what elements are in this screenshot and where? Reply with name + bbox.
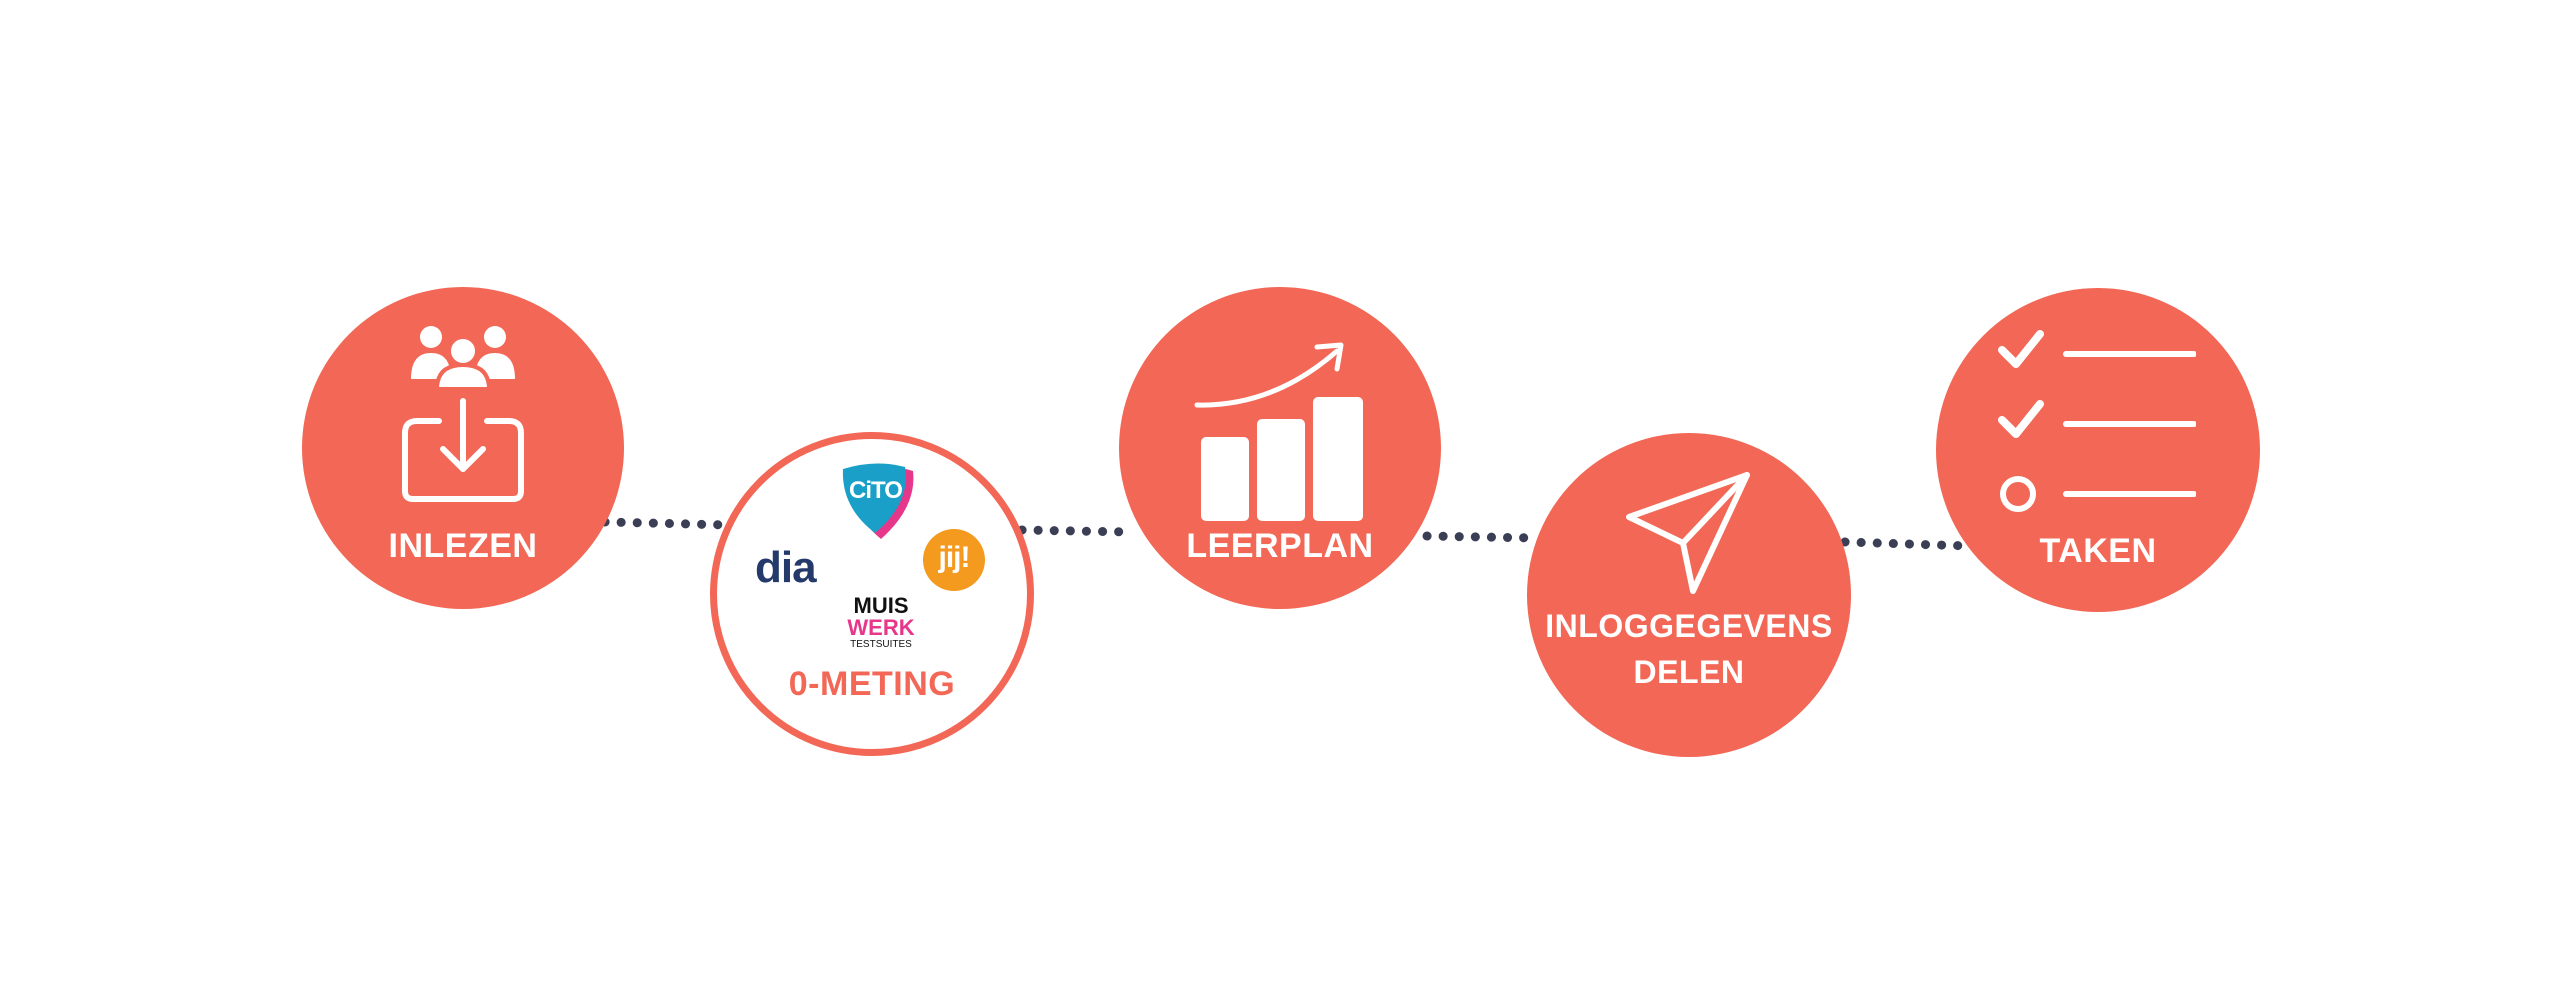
step-inlezen: INLEZEN	[302, 287, 624, 609]
dia-logo: dia	[755, 543, 817, 592]
connector-4	[1840, 537, 1975, 551]
cito-logo: CiTO	[841, 463, 919, 543]
muiswerk-logo: MUIS WERK TESTSUITES	[847, 593, 915, 651]
step-label-inlezen: INLEZEN	[388, 527, 538, 565]
connector-3	[1422, 531, 1541, 543]
jij-logo: jij!	[923, 529, 985, 591]
connector-2	[1017, 525, 1135, 537]
step-leerplan: LEERPLAN	[1119, 287, 1441, 609]
step-0-meting: CiTO dia jij! MUIS WERK TESTSUITES 0-MET…	[710, 432, 1034, 756]
step-label-0-meting: 0-METING	[788, 665, 956, 703]
step-label-leerplan: LEERPLAN	[1186, 527, 1374, 565]
step-label-taken: TAKEN	[2039, 532, 2157, 570]
step-inloggegevens-delen: INLOGGEGEVENS DELEN	[1527, 433, 1851, 757]
growth-bar-chart-icon	[1194, 342, 1363, 521]
step-taken: TAKEN	[1936, 288, 2260, 612]
connector-1	[600, 517, 735, 530]
cito-shield-icon	[842, 463, 914, 539]
step-label-inloggegevens-delen: INLOGGEGEVENS DELEN	[1545, 608, 1833, 690]
checklist-icon	[1998, 330, 2196, 512]
paper-plane-icon	[1626, 472, 1750, 594]
users-import-icon	[402, 326, 524, 502]
